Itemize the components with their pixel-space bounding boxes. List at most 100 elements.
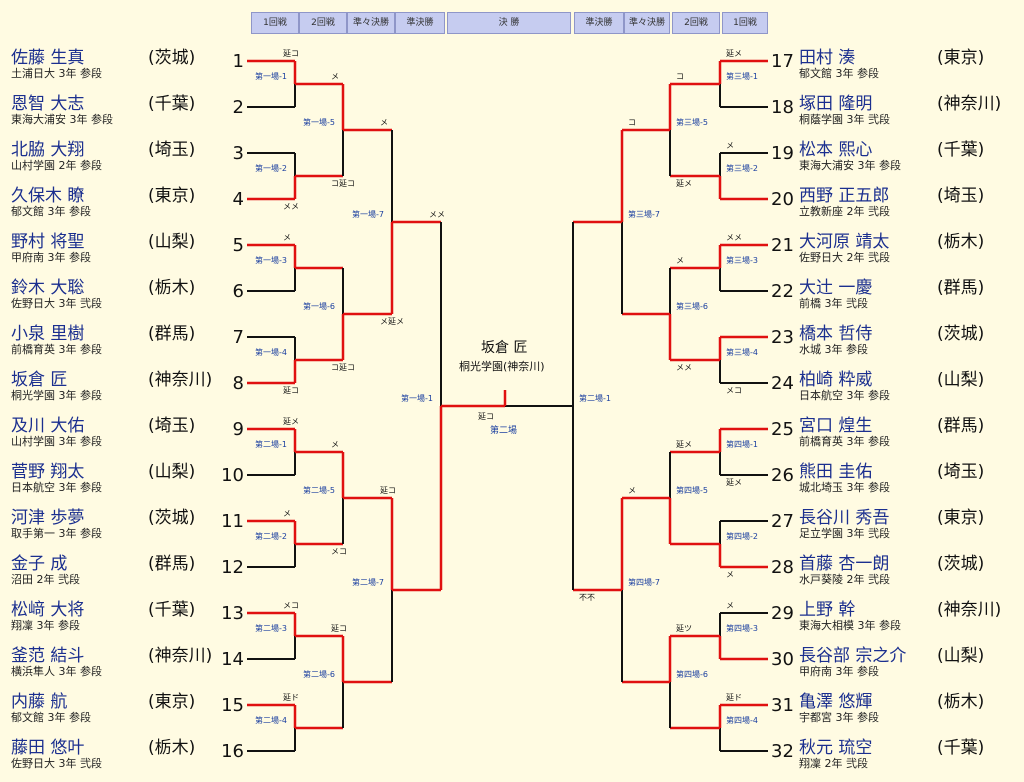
match-score-bottom: コ延コ [331, 363, 355, 372]
player-school: 横浜隼人 3年 参段 [11, 665, 102, 678]
player-school: 翔凜 3年 参段 [11, 619, 80, 632]
player-school: 郁文館 3年 参段 [11, 205, 91, 218]
player-name: 長谷川 秀吾 [799, 508, 890, 528]
player-school: 前橋育英 3年 参段 [799, 435, 890, 448]
match-score-bottom: 不不 [579, 593, 595, 602]
player-seed-number: 25 [771, 419, 794, 440]
player-seed-number: 2 [232, 97, 244, 118]
player-school: 甲府南 3年 参段 [11, 251, 91, 264]
match-label: 第一場-1 [401, 394, 433, 403]
round-header-left-1[interactable]: 1回戦 [251, 12, 299, 34]
match-score-bottom: メ延メ [380, 317, 404, 326]
player-seed-number: 10 [221, 465, 244, 486]
player-prefecture: (埼玉) [148, 416, 196, 436]
player-seed-number: 16 [221, 741, 244, 762]
match-score-bottom: メ [726, 570, 734, 579]
player-school: 佐野日大 2年 弐段 [799, 251, 890, 264]
match-score-top: コ [628, 118, 636, 127]
player-school: 山村学園 2年 参段 [11, 159, 102, 172]
player-name: 鈴木 大聡 [11, 278, 85, 298]
match-label: 第三場-1 [726, 72, 758, 81]
player-seed-number: 30 [771, 649, 794, 670]
player-seed-number: 11 [221, 511, 244, 532]
player-seed-number: 19 [771, 143, 794, 164]
player-school: 宇都宮 3年 参段 [799, 711, 879, 724]
match-score-top: メ [628, 486, 636, 495]
match-score-top: 延メ [676, 440, 692, 449]
player-prefecture: (群馬) [937, 416, 985, 436]
player-school: 沼田 2年 弐段 [11, 573, 80, 586]
player-school: 水城 3年 参段 [799, 343, 868, 356]
match-label: 第一場-1 [255, 72, 287, 81]
player-name: 小泉 里樹 [11, 324, 85, 344]
player-name: 野村 将聖 [11, 232, 85, 252]
round-header-final[interactable]: 決 勝 [447, 12, 571, 34]
player-prefecture: (東京) [148, 692, 196, 712]
match-score-top: メ [283, 509, 291, 518]
champion-name: 坂倉 匠 [481, 340, 528, 356]
player-name: 釜范 結斗 [11, 646, 85, 666]
player-name: 田村 湊 [799, 48, 856, 68]
match-score-top: 延メ [283, 417, 299, 426]
player-school: 郁文館 3年 参段 [799, 67, 879, 80]
round-header-left-3[interactable]: 準々決勝 [347, 12, 395, 34]
round-header-left-2[interactable]: 2回戦 [299, 12, 347, 34]
player-prefecture: (神奈川) [148, 370, 213, 390]
match-score-bottom: メメ [676, 363, 692, 372]
player-name: 西野 正五郎 [799, 186, 890, 206]
player-name: 柏崎 粋威 [799, 370, 873, 390]
match-label: 第一場-3 [255, 256, 287, 265]
player-name: 北脇 大翔 [11, 140, 85, 160]
player-prefecture: (千葉) [148, 600, 196, 620]
final-court: 第二場 [490, 426, 518, 436]
match-label: 第二場-5 [303, 486, 335, 495]
player-prefecture: (山梨) [937, 646, 985, 666]
player-school: 東海大浦安 3年 参段 [799, 159, 901, 172]
player-seed-number: 7 [232, 327, 244, 348]
match-score-top: コ [676, 72, 684, 81]
player-school: 翔凜 2年 弐段 [799, 757, 868, 770]
player-name: 上野 幹 [799, 600, 856, 620]
match-score-top: 延ツ [676, 624, 692, 633]
match-score-bottom: 延コ [283, 386, 299, 395]
player-name: 松本 熙心 [799, 140, 873, 160]
player-name: 大河原 靖太 [799, 232, 890, 252]
player-school: 佐野日大 3年 弐段 [11, 757, 102, 770]
match-label: 第三場-3 [726, 256, 758, 265]
player-prefecture: (群馬) [937, 278, 985, 298]
player-prefecture: (埼玉) [937, 186, 985, 206]
player-school: 甲府南 3年 参段 [799, 665, 879, 678]
player-name: 久保木 瞭 [11, 186, 85, 206]
round-header-left-4[interactable]: 準決勝 [395, 12, 445, 34]
player-seed-number: 21 [771, 235, 794, 256]
match-score-top: メ [726, 601, 734, 610]
player-seed-number: 4 [232, 189, 244, 210]
player-school: 立教新座 2年 弐段 [799, 205, 890, 218]
match-score-top: メメ [429, 210, 445, 219]
match-score-bottom: メメ [283, 202, 299, 211]
player-prefecture: (埼玉) [148, 140, 196, 160]
match-label: 第一場-7 [352, 210, 384, 219]
player-seed-number: 9 [232, 419, 244, 440]
match-score-top: メ [380, 118, 388, 127]
match-label: 第二場-4 [255, 716, 287, 725]
match-label: 第二場-6 [303, 670, 335, 679]
round-header-right-4[interactable]: 準決勝 [574, 12, 624, 34]
round-header-right-2[interactable]: 2回戦 [672, 12, 720, 34]
player-name: 首藤 杏一朗 [799, 554, 890, 574]
player-school: 日本航空 3年 参段 [799, 389, 890, 402]
champion-school: 桐光学園(神奈川) [459, 360, 545, 373]
round-header-right-1[interactable]: 1回戦 [722, 12, 768, 34]
player-school: 東海大浦安 3年 参段 [11, 113, 113, 126]
player-seed-number: 12 [221, 557, 244, 578]
player-seed-number: 13 [221, 603, 244, 624]
player-name: 金子 成 [11, 554, 68, 574]
player-seed-number: 26 [771, 465, 794, 486]
match-label: 第四場-2 [726, 532, 758, 541]
match-score-top: メ [676, 256, 684, 265]
match-score-bottom: コ延コ [331, 179, 355, 188]
player-name: 内藤 航 [11, 692, 68, 712]
match-score-top: 延コ [380, 486, 396, 495]
round-header-right-3[interactable]: 準々決勝 [624, 12, 670, 34]
player-school: 足立学園 3年 弐段 [799, 527, 890, 540]
